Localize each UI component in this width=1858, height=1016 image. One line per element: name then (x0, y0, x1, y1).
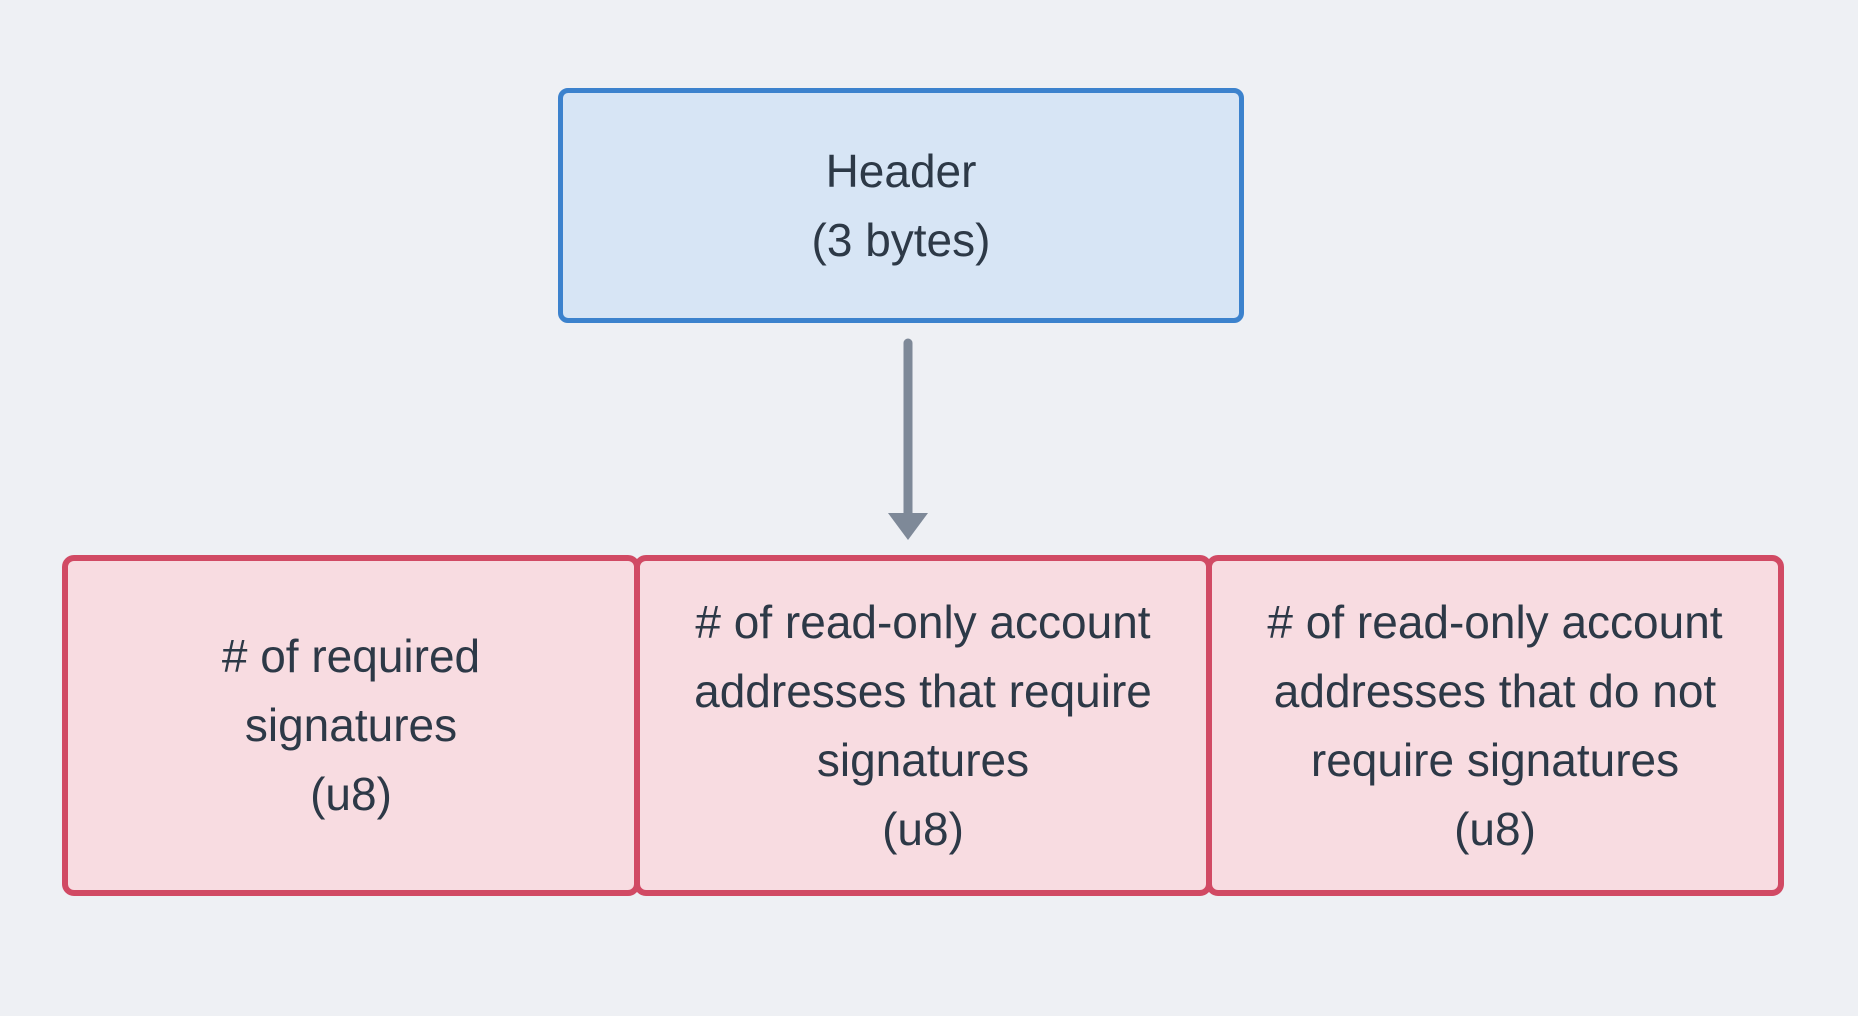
field-box-line: (u8) (310, 768, 392, 820)
field-box-line: # of read-only account (1267, 595, 1723, 648)
header-box-size: (3 bytes) (811, 213, 991, 266)
field-box-line: signatures (244, 699, 458, 751)
field-box-line: # of required (221, 630, 481, 682)
header-box-title: Header (825, 144, 977, 197)
field-box-required-signatures: # of required signatures (u8) (62, 555, 640, 896)
field-box-line: (u8) (1454, 802, 1536, 855)
field-box-line: # of read-only account (695, 595, 1151, 648)
header-box: Header (3 bytes) (558, 88, 1244, 323)
field-box-readonly-unsigned: # of read-only account addresses that do… (1206, 555, 1784, 896)
field-box-line: signatures (816, 733, 1030, 786)
field-box-line: (u8) (882, 802, 964, 855)
field-box-line: addresses that do not (1273, 664, 1717, 717)
field-box-line: require signatures (1310, 733, 1680, 786)
field-box-readonly-signed: # of read-only account addresses that re… (634, 555, 1212, 896)
down-arrow-icon (888, 338, 928, 540)
field-box-line: addresses that require (694, 664, 1152, 717)
